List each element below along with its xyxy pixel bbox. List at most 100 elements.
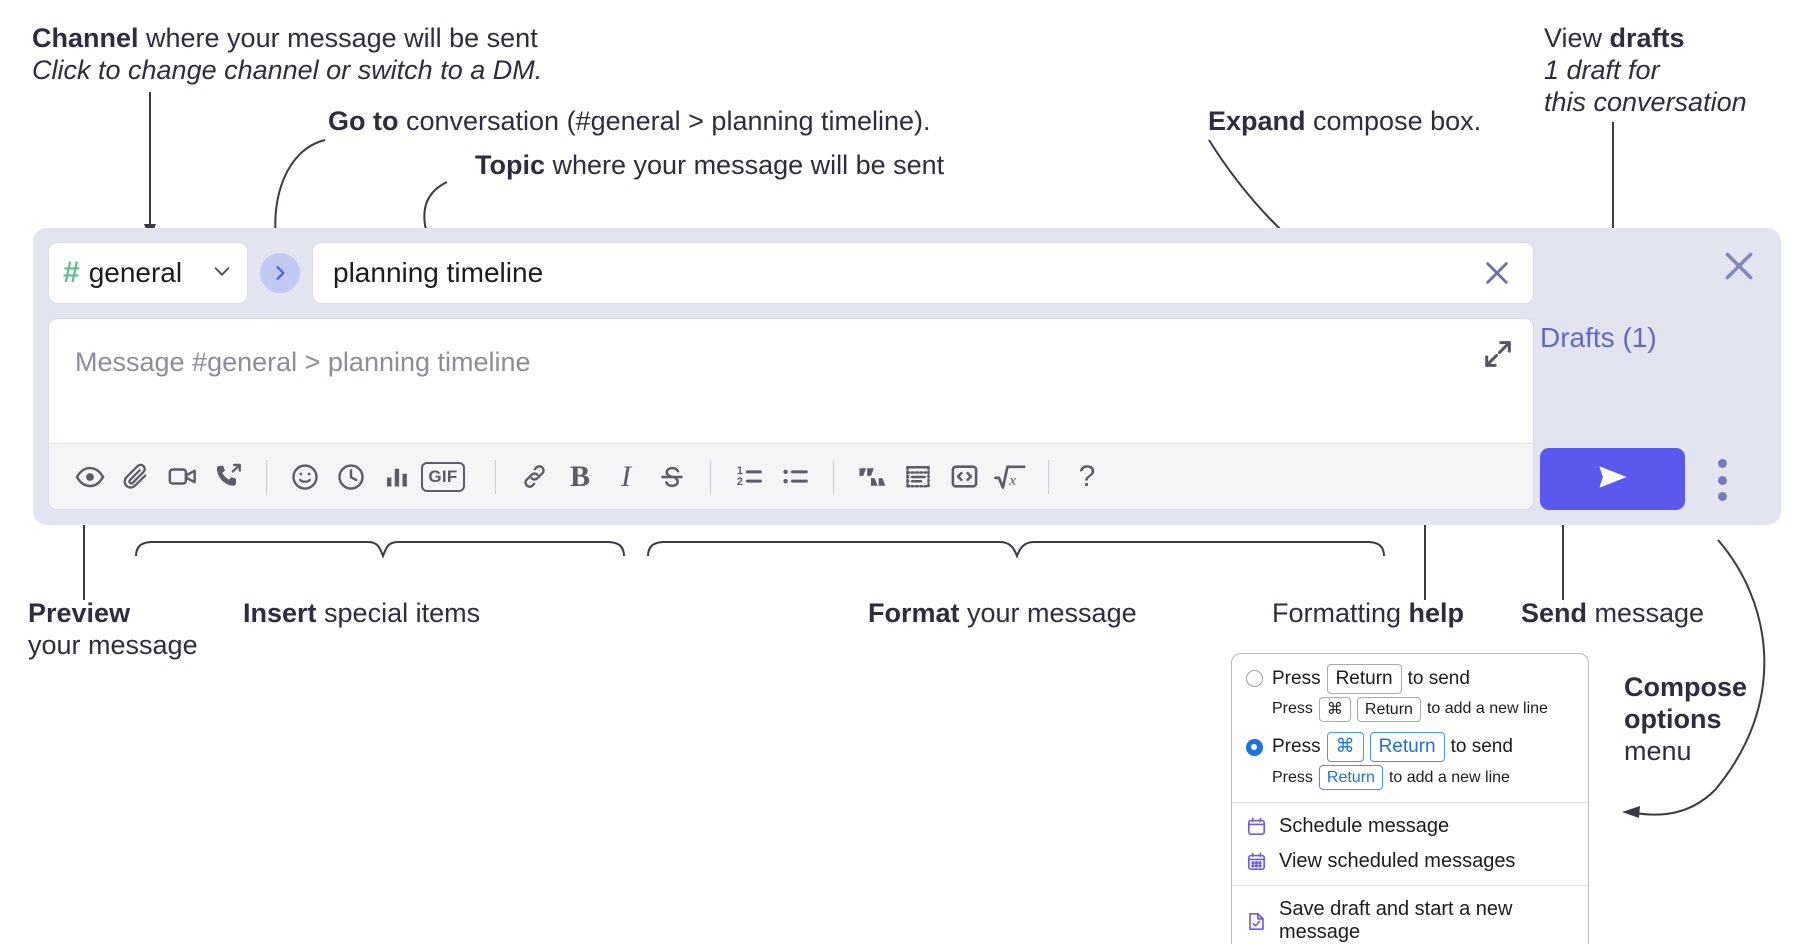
kebab-dot: [1717, 475, 1727, 485]
menu-item-view-scheduled-messages[interactable]: View scheduled messages: [1232, 844, 1588, 879]
gif-icon[interactable]: GIF: [420, 454, 466, 500]
annotation-topic-rest: where your message will be sent: [545, 150, 945, 180]
phone-forward-icon[interactable]: [205, 454, 251, 500]
help-label: ?: [1078, 459, 1096, 493]
channel-selector[interactable]: # general: [48, 242, 248, 304]
attachment-icon[interactable]: [113, 454, 159, 500]
annotation-preview-line2: your message: [28, 629, 198, 660]
compose-inner: # general planning timeline M: [48, 242, 1534, 510]
italic-icon[interactable]: I: [603, 454, 649, 500]
toolbar-separator: [833, 459, 834, 494]
menu-item-schedule-message[interactable]: Schedule message: [1232, 809, 1588, 844]
annotation-drafts-italic-1: 1 draft for: [1544, 54, 1660, 85]
chevron-down-icon: [211, 260, 233, 287]
annotation-preview-bold: Preview: [28, 598, 131, 628]
italic-label: I: [621, 459, 631, 493]
annotation-expand-rest: compose box.: [1305, 106, 1482, 136]
annotation-compose-bold-2: options: [1624, 703, 1722, 734]
kebab-dot: [1717, 459, 1727, 468]
annotation-drafts-italic-2: this conversation: [1544, 86, 1747, 117]
topic-input[interactable]: planning timeline: [312, 242, 1534, 304]
send-option-cmd-return-sub: Press Return to add a new line: [1232, 764, 1588, 797]
annotation-compose-line3: menu: [1624, 735, 1692, 766]
code-icon[interactable]: [941, 454, 987, 500]
annotation-channel: Channel where your message will be sent …: [32, 23, 542, 87]
send-option-return-sub: Press ⌘ Return to add a new line: [1232, 696, 1588, 729]
poll-icon[interactable]: [374, 454, 420, 500]
svg-text:1: 1: [736, 465, 742, 477]
svg-text:2: 2: [736, 476, 742, 488]
annotation-drafts: View drafts 1 draft for this conversatio…: [1544, 23, 1747, 119]
formatting-toolbar: GIF B I: [49, 443, 1533, 509]
send-option-return[interactable]: Press Return to send: [1232, 660, 1588, 696]
annotation-goto: Go to conversation (#general > planning …: [328, 106, 931, 138]
bulleted-list-icon[interactable]: [772, 454, 818, 500]
strikethrough-icon[interactable]: [649, 454, 695, 500]
code-block-icon[interactable]: [895, 454, 941, 500]
annotation-expand: Expand compose box.: [1208, 106, 1481, 138]
annotation-topic-bold: Topic: [475, 150, 545, 180]
annotation-compose-options: Compose options menu: [1624, 672, 1747, 768]
radio-unselected-icon: [1246, 670, 1263, 688]
help-icon[interactable]: ?: [1064, 454, 1110, 500]
annotation-channel-bold: Channel: [32, 23, 139, 53]
toolbar-separator: [266, 459, 267, 494]
menu-item-save-draft[interactable]: Save draft and start a new message: [1232, 892, 1588, 944]
goto-conversation-button[interactable]: [260, 253, 300, 293]
annotation-goto-bold: Go to: [328, 106, 399, 136]
send-option-cmd-return[interactable]: Press ⌘ Return to send: [1232, 728, 1588, 764]
option-1-sub-post: to add a new line: [1426, 700, 1548, 718]
preview-icon[interactable]: [67, 454, 113, 500]
annotation-expand-bold: Expand: [1208, 106, 1306, 136]
annotation-send: Send message: [1521, 598, 1704, 630]
key-command: ⌘: [1318, 696, 1351, 723]
bold-icon[interactable]: B: [557, 454, 603, 500]
radio-selected-icon: [1246, 738, 1263, 756]
topic-value: planning timeline: [333, 257, 544, 288]
key-return: Return: [1318, 764, 1383, 791]
annotation-insert: Insert special items: [243, 598, 480, 630]
drafts-link[interactable]: Drafts (1): [1540, 322, 1657, 353]
annotation-channel-italic: Click to change channel or switch to a D…: [32, 54, 543, 85]
expand-icon[interactable]: [1481, 337, 1515, 371]
clock-icon[interactable]: [328, 454, 374, 500]
toolbar-separator: [495, 459, 496, 494]
kebab-dot: [1717, 492, 1727, 501]
compose-header-row: # general planning timeline: [48, 242, 1534, 304]
svg-text:x: x: [1008, 473, 1016, 489]
menu-item-label: Save draft and start a new message: [1279, 898, 1513, 944]
annotation-format: Format your message: [868, 598, 1137, 630]
bold-label: B: [569, 459, 590, 493]
message-placeholder: Message #general > planning timeline: [75, 347, 531, 377]
annotation-drafts-bold: drafts: [1609, 23, 1685, 53]
annotation-help-lead: Formatting: [1272, 598, 1409, 628]
annotation-goto-rest: conversation (#general > planning timeli…: [398, 106, 931, 136]
annotation-drafts-lead: View: [1544, 23, 1610, 53]
latex-icon[interactable]: x: [987, 454, 1033, 500]
link-icon[interactable]: [511, 454, 557, 500]
menu-item-label: Schedule message: [1279, 815, 1450, 838]
toolbar-separator: [1048, 459, 1049, 494]
compose-box: # general planning timeline M: [33, 228, 1781, 525]
annotation-compose-bold-1: Compose: [1624, 672, 1748, 702]
option-2-post: to send: [1450, 736, 1513, 758]
option-1-sub-pre: Press: [1272, 700, 1313, 718]
option-1-pre: Press: [1272, 667, 1321, 689]
send-button[interactable]: [1540, 448, 1685, 510]
emoji-icon[interactable]: [282, 454, 328, 500]
message-input[interactable]: Message #general > planning timeline: [48, 318, 1534, 510]
calendar-schedule-icon: [1246, 816, 1267, 837]
close-icon[interactable]: [1479, 255, 1515, 291]
annotation-format-bold: Format: [868, 598, 960, 628]
save-draft-icon: [1246, 911, 1267, 932]
key-return: Return: [1326, 664, 1402, 694]
annotation-insert-bold: Insert: [243, 598, 317, 628]
annotation-format-rest: your message: [959, 598, 1137, 628]
annotation-topic: Topic where your message will be sent: [475, 150, 944, 182]
blockquote-icon[interactable]: [849, 454, 895, 500]
more-options-icon[interactable]: [1710, 455, 1734, 505]
video-icon[interactable]: [159, 454, 205, 500]
close-icon[interactable]: [1719, 246, 1759, 286]
